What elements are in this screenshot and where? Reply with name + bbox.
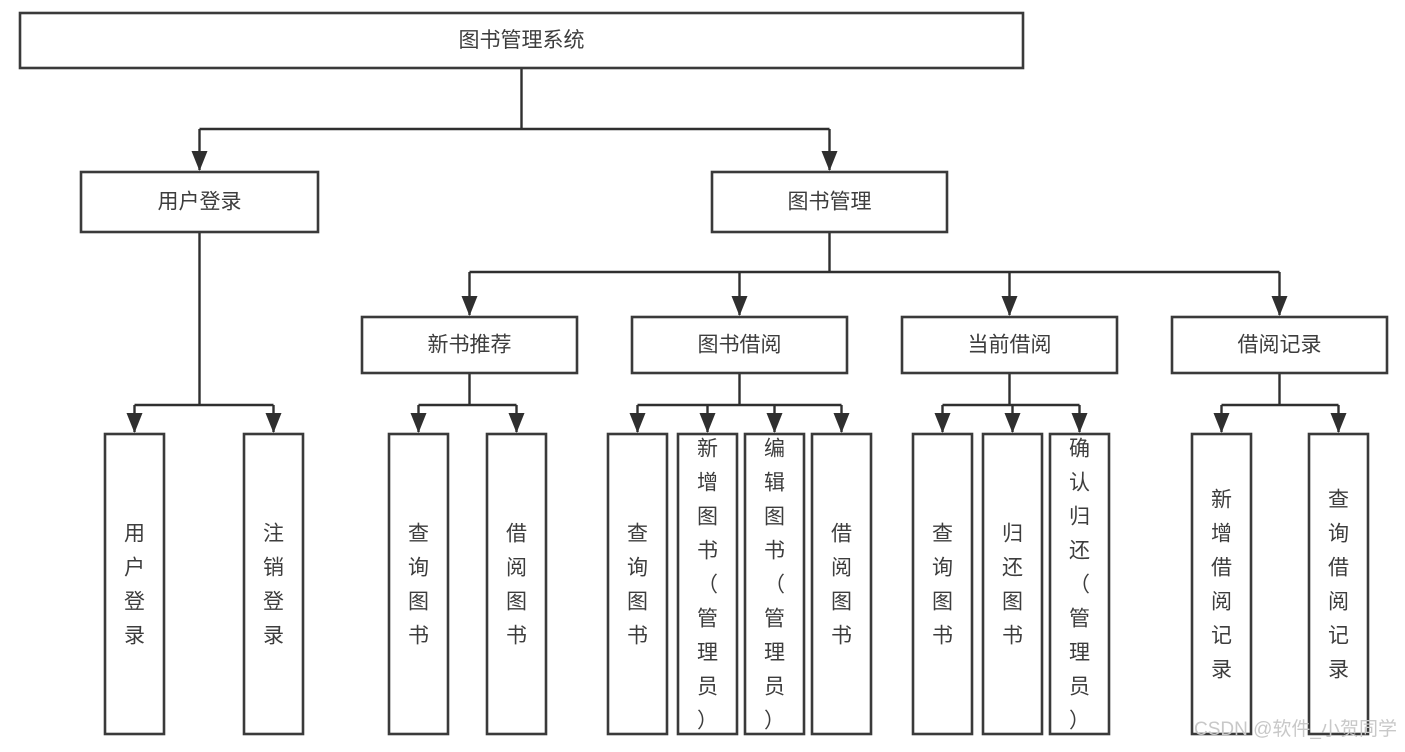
node-user-login-rect <box>79 170 320 234</box>
arrow-to-leaf-borrow-book-rec <box>508 413 525 433</box>
node-root-system-rect <box>18 11 1025 70</box>
leaf-borrow-book-rec-label: 借阅图书 <box>506 522 527 647</box>
arrow-to-leaf-confirm-return-admin <box>1071 413 1088 433</box>
leaf-borrow-book[interactable]: 借阅图书 <box>810 432 873 736</box>
node-root-system-label: 图书管理系统 <box>459 29 585 52</box>
leaf-confirm-return-admin-rect <box>1048 432 1111 736</box>
leaf-query-borrow-record[interactable]: 查询借阅记录 <box>1307 432 1370 736</box>
node-borrow-record[interactable]: 借阅记录 <box>1170 315 1389 375</box>
node-borrow-record-label: 借阅记录 <box>1238 334 1322 357</box>
node-root-system[interactable]: 图书管理系统 <box>18 11 1025 70</box>
leaf-query-borrow-record-label: 查询借阅记录 <box>1328 488 1349 681</box>
leaf-query-book-borrow[interactable]: 查询图书 <box>606 432 669 736</box>
leaf-borrow-book-rec-rect <box>485 432 548 736</box>
leaf-confirm-return-admin[interactable]: 确认归还（管理员） <box>1048 432 1111 736</box>
leaf-query-borrow-record-rect <box>1307 432 1370 736</box>
node-borrow-record-rect <box>1170 315 1389 375</box>
leaf-edit-book-admin[interactable]: 编辑图书（管理员） <box>743 432 806 736</box>
arrow-to-leaf-query-book-current <box>934 413 951 433</box>
leaf-user-login[interactable]: 用户登录 <box>103 432 166 736</box>
arrow-to-leaf-add-book-admin <box>699 413 716 433</box>
leaf-edit-book-admin-rect <box>743 432 806 736</box>
arrow-to-leaf-query-book-borrow <box>629 413 646 433</box>
leaf-borrow-book-label: 借阅图书 <box>831 522 852 647</box>
node-current-borrow-label: 当前借阅 <box>968 334 1052 357</box>
node-book-borrow-rect <box>630 315 849 375</box>
arrow-to-leaf-query-book-rec <box>410 413 427 433</box>
arrow-to-leaf-borrow-book <box>833 413 850 433</box>
leaf-logout-login-label: 注销登录 <box>263 522 284 647</box>
node-book-manage-rect <box>710 170 949 234</box>
leaf-logout-login[interactable]: 注销登录 <box>242 432 305 736</box>
node-book-manage[interactable]: 图书管理 <box>710 170 949 234</box>
leaf-query-book-current-label: 查询图书 <box>932 522 953 647</box>
node-book-borrow[interactable]: 图书借阅 <box>630 315 849 375</box>
arrow-to-book-borrow <box>731 296 748 316</box>
leaf-add-book-admin[interactable]: 新增图书（管理员） <box>676 432 739 736</box>
node-current-borrow-rect <box>900 315 1119 375</box>
arrow-to-new-book-recommend <box>461 296 478 316</box>
node-book-manage-label: 图书管理 <box>788 191 872 214</box>
connectors-layer <box>126 68 1347 433</box>
arrow-to-leaf-logout-login <box>265 413 282 433</box>
arrow-to-borrow-record <box>1271 296 1288 316</box>
leaf-return-book[interactable]: 归还图书 <box>981 432 1044 736</box>
leaf-borrow-book-rect <box>810 432 873 736</box>
node-book-borrow-label: 图书借阅 <box>698 334 782 357</box>
node-new-book-recommend[interactable]: 新书推荐 <box>360 315 579 375</box>
leaf-user-login-rect <box>103 432 166 736</box>
leaf-return-book-rect <box>981 432 1044 736</box>
leaf-add-borrow-record-rect <box>1190 432 1253 736</box>
leaf-borrow-book-rec[interactable]: 借阅图书 <box>485 432 548 736</box>
csdn-watermark: CSDN @软件_小贺同学 <box>1194 719 1397 740</box>
leaf-user-login-label: 用户登录 <box>124 522 145 647</box>
leaf-query-book-current[interactable]: 查询图书 <box>911 432 974 736</box>
arrow-to-book-manage <box>821 151 838 171</box>
node-current-borrow[interactable]: 当前借阅 <box>900 315 1119 375</box>
leaf-logout-login-rect <box>242 432 305 736</box>
node-new-book-recommend-rect <box>360 315 579 375</box>
nodes-layer: 图书管理系统用户登录图书管理新书推荐图书借阅当前借阅借阅记录用户登录注销登录查询… <box>18 11 1389 736</box>
leaf-query-book-borrow-label: 查询图书 <box>627 522 648 647</box>
leaf-return-book-label: 归还图书 <box>1002 522 1023 647</box>
leaf-add-book-admin-label: 新增图书（管理员） <box>697 437 718 732</box>
leaf-query-book-rec-label: 查询图书 <box>408 522 429 647</box>
leaf-edit-book-admin-label: 编辑图书（管理员） <box>764 437 785 732</box>
leaf-add-book-admin-rect <box>676 432 739 736</box>
leaf-query-book-rec[interactable]: 查询图书 <box>387 432 450 736</box>
arrow-to-leaf-add-borrow-record <box>1213 413 1230 433</box>
node-user-login[interactable]: 用户登录 <box>79 170 320 234</box>
arrow-to-leaf-user-login <box>126 413 143 433</box>
node-new-book-recommend-label: 新书推荐 <box>428 334 512 357</box>
leaf-confirm-return-admin-label: 确认归还（管理员） <box>1069 437 1090 732</box>
leaf-add-borrow-record[interactable]: 新增借阅记录 <box>1190 432 1253 736</box>
leaf-query-book-rec-rect <box>387 432 450 736</box>
arrow-to-leaf-edit-book-admin <box>766 413 783 433</box>
arrow-to-current-borrow <box>1001 296 1018 316</box>
leaf-query-book-borrow-rect <box>606 432 669 736</box>
arrow-to-leaf-query-borrow-record <box>1330 413 1347 433</box>
arrow-to-leaf-return-book <box>1004 413 1021 433</box>
leaf-add-borrow-record-label: 新增借阅记录 <box>1211 488 1232 681</box>
leaf-query-book-current-rect <box>911 432 974 736</box>
node-user-login-label: 用户登录 <box>158 191 242 214</box>
arrow-to-user-login <box>191 151 208 171</box>
